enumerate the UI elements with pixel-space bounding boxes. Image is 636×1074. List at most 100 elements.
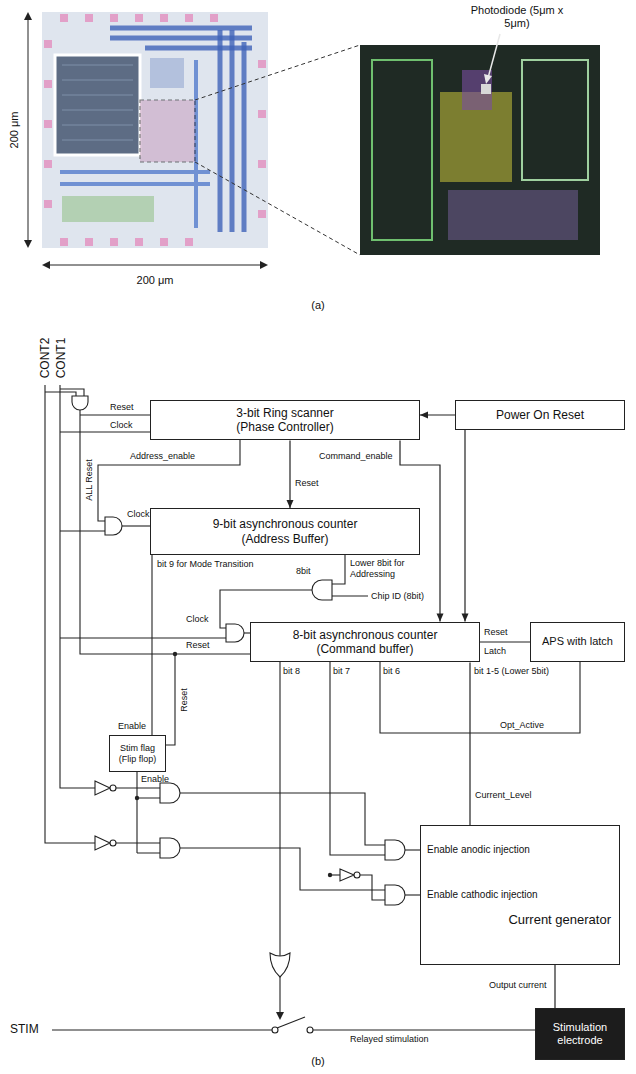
signal-name: ALL Reset (84, 459, 94, 501)
connector (480, 642, 530, 643)
bit-label-holder: bit 1-5 (Lower 5bit) (474, 666, 549, 677)
connector (470, 662, 471, 825)
logic-gate (307, 1027, 313, 1033)
signal-name-holder: Latch (484, 646, 506, 657)
bit-label: bit 7 (333, 666, 350, 676)
chip-layout (42, 12, 600, 255)
bit-label-holder: bit 6 (383, 666, 400, 677)
wire (380, 662, 580, 733)
bit-label: bit 8 (283, 666, 300, 676)
logic-gate (354, 872, 360, 878)
dimension-label-holder: 200 μm (8, 112, 21, 149)
signal-name: Reset (294, 478, 320, 488)
wire (122, 525, 150, 526)
chip-layout (462, 70, 492, 110)
logic-gate (312, 580, 332, 600)
chip-layout (220, 30, 244, 232)
pin-name: STIM (10, 1022, 39, 1036)
chip-layout (140, 100, 195, 162)
signal-name-holder: ALL Reset (84, 459, 95, 501)
chip-layout (135, 14, 143, 22)
dimension-label-holder: 200 μm (137, 274, 174, 287)
chip-layout (185, 238, 193, 246)
aps-box: APS with latch (530, 622, 625, 662)
signal-name-holder: Reset (484, 627, 508, 638)
chip-layout (160, 238, 168, 246)
signal-name-holder: Clock (110, 420, 133, 431)
connector-line (469, 662, 470, 825)
callout-label-holder: Photodiode (5μm x 5μm) (462, 4, 572, 30)
signal-name: Reset (179, 688, 189, 712)
arrowhead (287, 500, 294, 508)
logic-gate (272, 1027, 278, 1033)
logic-gate (226, 624, 244, 642)
edge-label-holder: Command_enable (318, 451, 394, 462)
chip-layout (484, 74, 492, 84)
dimension-arrow (28, 16, 264, 265)
logic-gate (95, 781, 110, 795)
pin-name-holder: STIM (10, 1022, 39, 1036)
chip-layout (488, 34, 500, 78)
chip-layout (110, 238, 118, 246)
dimension-arrow (42, 261, 50, 269)
enable-label: Enable anodic injection (421, 844, 619, 856)
arrowhead (462, 614, 469, 622)
connector (462, 430, 469, 622)
connector (287, 440, 294, 508)
panel-label: (b) (311, 1055, 324, 1067)
chip-layout (135, 238, 143, 246)
signal-name: Output current (488, 980, 548, 990)
wire (116, 787, 160, 788)
signal-name: Opt_Active (500, 720, 544, 730)
edge-label-holder: Output current (488, 980, 548, 991)
panel-label-holder: (b) (311, 1055, 324, 1068)
signal-name: Clock (127, 509, 150, 519)
logic-gate (160, 783, 180, 803)
wire (165, 654, 175, 745)
dimension-arrow (24, 12, 268, 269)
power-on-reset-box: Power On Reset (455, 400, 625, 430)
chip-layout (258, 160, 266, 168)
chip-layout (44, 200, 52, 208)
wire (80, 414, 150, 415)
wire (60, 431, 150, 432)
wire (180, 848, 385, 890)
enable-label: Enable cathodic injection (421, 889, 619, 901)
callout-label: Photodiode (5μm x 5μm) (471, 4, 564, 29)
signal-name-holder: Lower 8bit for Addressing (350, 558, 428, 580)
signal-name-holder: Chip ID (8bit) (371, 591, 424, 602)
wire (332, 595, 368, 596)
chip-layout (448, 190, 578, 240)
chip-layout (185, 14, 193, 22)
signal-name-holder: Opt_Active (500, 720, 544, 731)
chip-layout (62, 65, 133, 140)
signal-name-holder: Reset (110, 402, 134, 413)
chip-layout (44, 120, 52, 128)
wire (45, 385, 95, 843)
chip-layout (481, 84, 491, 94)
wire (405, 849, 420, 850)
chip-layout (60, 60, 210, 228)
logic-gate (385, 885, 405, 905)
junction-dot (276, 1012, 284, 1020)
signal-name: Relayed stimulation (350, 1034, 429, 1044)
chip-layout (62, 196, 154, 222)
wire (277, 1017, 305, 1028)
logic-gate (95, 836, 110, 850)
bit-label: bit 6 (383, 666, 400, 676)
wire (60, 530, 105, 531)
wire (52, 1029, 272, 1030)
junction-dot (135, 796, 139, 800)
edge-label-holder: Current_Level (474, 790, 533, 801)
chip-layout (258, 60, 266, 68)
connector (555, 965, 556, 1008)
arrowhead (420, 412, 428, 419)
signal-name: Chip ID (8bit) (371, 591, 424, 601)
connector (420, 412, 455, 419)
edge-label-holder: Reset (294, 478, 320, 489)
logic-gate (110, 840, 116, 846)
signal-name: Current_Level (474, 790, 533, 800)
electrode-box: Stimulation electrode (535, 1008, 625, 1060)
chip-layout (210, 14, 218, 22)
wire (405, 894, 420, 895)
